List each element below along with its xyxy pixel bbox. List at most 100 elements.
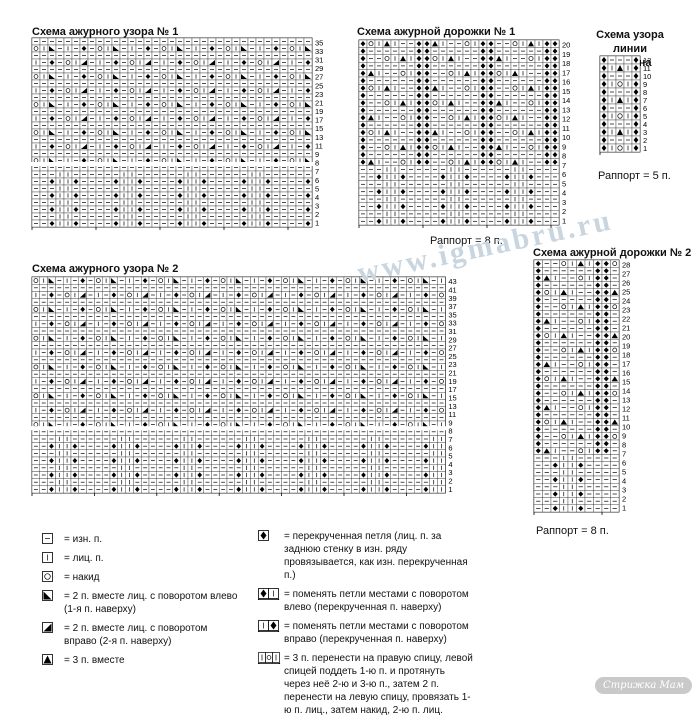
chart2-title: Схема ажурной дорожки № 1 xyxy=(357,26,515,38)
row-number: 21 xyxy=(315,98,323,107)
row-number: 29 xyxy=(315,64,323,73)
row-number: 5 xyxy=(622,468,626,477)
row-number: 11 xyxy=(448,410,456,419)
legend-item-k2tog-left: = 2 п. вместе лиц. с поворотом влево (1-… xyxy=(42,590,242,616)
legend-item-cross-right: = поменять петли местами с поворотом впр… xyxy=(258,620,473,646)
row-number: 19 xyxy=(448,377,456,386)
legend-right: = перекрученная петля (лиц. п. за заднюю… xyxy=(258,530,473,723)
row-number: 19 xyxy=(622,342,630,351)
row-number: 2 xyxy=(315,210,319,219)
row-number: 20 xyxy=(622,333,630,342)
row-number: 6 xyxy=(315,176,319,185)
legend-item-k2tog-right: = 2 п. вместе лиц. с поворотом вправо (2… xyxy=(42,622,242,648)
row-number: 39 xyxy=(448,294,456,303)
row-number: 21 xyxy=(448,369,456,378)
row-number: 8 xyxy=(643,88,647,97)
row-number: 13 xyxy=(562,105,570,114)
row-number: 25 xyxy=(448,352,456,361)
row-number: 15 xyxy=(315,124,323,133)
row-number: 4 xyxy=(448,460,452,469)
chart3-rapport: Раппорт = 5 п. xyxy=(598,170,671,182)
row-number: 17 xyxy=(562,68,570,77)
row-number: 5 xyxy=(562,179,566,188)
row-number: 1 xyxy=(643,144,647,153)
row-number: 15 xyxy=(448,393,456,402)
row-number: 43 xyxy=(448,277,456,286)
legend-text: = 2 п. вместе лиц. с поворотом вправо (2… xyxy=(42,622,242,648)
row-number: 4 xyxy=(622,477,626,486)
row-number: 8 xyxy=(562,152,566,161)
row-number: 4 xyxy=(315,193,319,202)
row-number: 12 xyxy=(562,115,570,124)
row-number: 26 xyxy=(622,279,630,288)
row-number: 24 xyxy=(622,297,630,306)
row-number: 3 xyxy=(315,202,319,211)
row-number: 14 xyxy=(622,387,630,396)
row-number: 11 xyxy=(643,64,651,73)
row-number: 2 xyxy=(622,495,626,504)
row-number: 9 xyxy=(643,80,647,89)
row-number: 10 xyxy=(562,133,570,142)
row-number: 27 xyxy=(448,344,456,353)
knit-icon xyxy=(42,552,54,564)
twisted-icon xyxy=(258,530,282,542)
purl-icon xyxy=(42,533,54,545)
row-number: 18 xyxy=(562,59,570,68)
chart4-title: Схема ажурного узора № 2 xyxy=(32,263,178,275)
row-number: 27 xyxy=(622,270,630,279)
legend-item-knit: = лиц. п. xyxy=(42,552,242,565)
row-number: 10 xyxy=(643,72,651,81)
legend-text: = перекрученная петля (лиц. п. за заднюю… xyxy=(258,530,473,582)
row-number: 7 xyxy=(622,450,626,459)
k2tog-left-icon xyxy=(42,590,54,602)
row-number: 33 xyxy=(448,319,456,328)
row-number: 6 xyxy=(562,170,566,179)
row-number: 33 xyxy=(315,47,323,56)
legend-text: = лиц. п. xyxy=(42,552,242,565)
row-number: 29 xyxy=(448,335,456,344)
legend-text: = 3 п. перенести на правую спицу, левой … xyxy=(258,652,473,717)
row-number: 6 xyxy=(622,459,626,468)
row-number: 23 xyxy=(622,306,630,315)
row-number: 5 xyxy=(643,112,647,121)
row-number: 22 xyxy=(622,315,630,324)
row-number: 35 xyxy=(448,310,456,319)
row-number: 11 xyxy=(315,141,323,150)
legend-text: = накид xyxy=(42,571,242,584)
row-number: 13 xyxy=(448,402,456,411)
row-number: 13 xyxy=(622,396,630,405)
row-number: 15 xyxy=(562,87,570,96)
row-number: 23 xyxy=(315,90,323,99)
row-number: 9 xyxy=(562,142,566,151)
row-number: 41 xyxy=(448,285,456,294)
chart4-grid: 1234567891113151719212325272931333537394… xyxy=(32,277,472,507)
row-number: 31 xyxy=(448,327,456,336)
row-number: 12 xyxy=(643,56,651,65)
row-number: 2 xyxy=(643,136,647,145)
row-number: 7 xyxy=(448,435,452,444)
row-number: 4 xyxy=(643,120,647,129)
row-number: 3 xyxy=(622,486,626,495)
row-number: 28 xyxy=(622,261,630,270)
legend-item-yarnover: = накид xyxy=(42,571,242,584)
row-number: 31 xyxy=(315,55,323,64)
chart5-rapport: Раппорт = 8 п. xyxy=(536,525,609,537)
row-number: 35 xyxy=(315,38,323,47)
row-number: 2 xyxy=(448,477,452,486)
row-number: 19 xyxy=(315,107,323,116)
row-number: 7 xyxy=(562,161,566,170)
legend-text: = поменять петли местами с поворотом впр… xyxy=(258,620,473,646)
row-number: 5 xyxy=(315,184,319,193)
row-number: 7 xyxy=(315,167,319,176)
cross-left-icon xyxy=(258,588,282,600)
row-number: 9 xyxy=(448,418,452,427)
row-number: 11 xyxy=(562,124,570,133)
row-number: 5 xyxy=(448,452,452,461)
row-number: 12 xyxy=(622,405,630,414)
row-number: 13 xyxy=(315,133,323,142)
legend-item-purl: = изн. п. xyxy=(42,533,242,546)
row-number: 17 xyxy=(315,116,323,125)
row-number: 1 xyxy=(448,485,452,494)
